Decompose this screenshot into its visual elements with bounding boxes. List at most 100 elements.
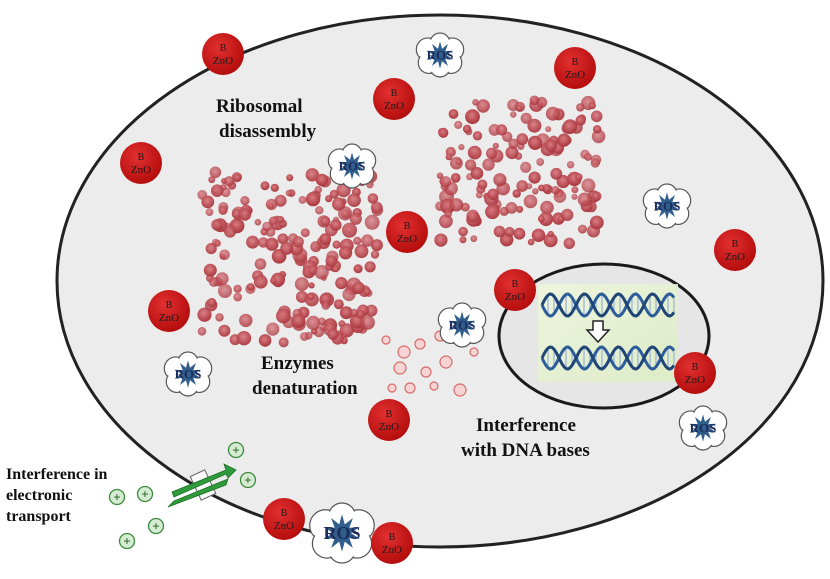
ribosome: [458, 144, 465, 151]
ribosome: [339, 306, 353, 320]
ribosome: [207, 297, 217, 308]
ribosome: [538, 184, 545, 192]
ribosome: [523, 194, 538, 209]
ribosome: [306, 315, 321, 330]
ribosome: [314, 265, 329, 280]
ribosome: [333, 299, 344, 310]
ribosome: [540, 200, 554, 215]
ribosome: [236, 331, 252, 346]
nanoparticle-oxide-label: ZnO: [505, 291, 525, 303]
ribosome: [531, 228, 546, 242]
nanoparticle-oxide-label: ZnO: [725, 251, 745, 263]
ribosome: [516, 133, 529, 146]
dna-strand: [540, 345, 676, 371]
ribosome: [265, 237, 279, 251]
ribosome: [438, 127, 449, 138]
ribosome: [224, 176, 235, 187]
ribosome: [516, 104, 523, 112]
ribosome: [486, 147, 498, 159]
enzyme-bubble: [453, 383, 467, 397]
ribosome: [571, 186, 579, 194]
ribosome: [508, 138, 519, 149]
ribosome: [364, 214, 380, 230]
nanoparticle-dopant-label: B: [572, 57, 579, 68]
dna-strand: [540, 292, 676, 318]
ribosome: [439, 214, 453, 229]
ribosome: [360, 315, 375, 330]
ribosome: [496, 124, 508, 136]
ribosome: [271, 223, 278, 230]
ribosomal-label: Ribosomal: [216, 96, 303, 117]
ribosome: [233, 292, 242, 302]
ribosome: [562, 119, 577, 135]
ros-label: ROS: [449, 318, 476, 333]
ribosome: [354, 265, 362, 273]
ribosome: [325, 195, 333, 203]
ribosome: [364, 261, 376, 273]
nanoparticle-dopant-label: B: [220, 43, 227, 54]
ros-star-icon: [175, 360, 201, 388]
ribosome: [465, 109, 480, 125]
ros-cloud: ROS: [642, 183, 692, 229]
ribosome: [512, 189, 521, 198]
ros-cloud: ROS: [163, 351, 213, 397]
ribosome: [589, 215, 604, 230]
ribosome: [285, 189, 293, 197]
ribosome: [294, 277, 309, 292]
enzyme-bubble: [387, 383, 397, 393]
ribosome: [298, 196, 307, 204]
ribosome: [278, 337, 289, 348]
dna-strand: [540, 292, 676, 318]
ros-label: ROS: [339, 159, 366, 174]
ribosome: [550, 167, 563, 180]
ribosome: [487, 188, 499, 200]
nanoparticle-dopant-label: B: [138, 152, 145, 163]
ribosome: [547, 230, 554, 238]
ribosome: [590, 158, 600, 168]
nanoparticle-dopant-label: B: [281, 508, 288, 519]
ribosome: [578, 224, 587, 234]
ribosome: [211, 219, 223, 231]
ribosome: [292, 236, 304, 248]
ion-symbol: +: [113, 490, 120, 505]
nanoparticle-oxide-label: ZnO: [274, 520, 294, 532]
ribosome: [543, 233, 558, 248]
ribosome: [258, 334, 272, 347]
ribosome: [347, 193, 361, 207]
ribosome: [532, 188, 539, 195]
ribosome: [276, 308, 291, 324]
ribosome: [365, 304, 378, 317]
ribosome: [310, 241, 322, 253]
ribosome: [332, 240, 341, 249]
ion-symbol: +: [152, 519, 159, 534]
ribosome: [588, 102, 596, 110]
ribosome: [335, 277, 348, 290]
ros-cloud: ROS: [327, 143, 377, 189]
ribosome: [270, 277, 277, 284]
ribosome: [493, 173, 507, 187]
ribosome: [276, 216, 285, 224]
ribosome: [218, 284, 232, 298]
ribosome: [577, 192, 592, 207]
ribosome: [510, 111, 517, 118]
positive-ion: +: [227, 441, 245, 459]
nanoparticle-dopant-label: B: [391, 88, 398, 99]
ribosome: [280, 241, 294, 255]
ribosome: [349, 212, 362, 225]
ribosome: [561, 208, 574, 221]
down-arrow-icon: [585, 320, 611, 344]
ribosome: [566, 161, 575, 169]
ribosome: [434, 233, 448, 247]
ribosome: [266, 322, 280, 336]
ribosome: [197, 327, 207, 336]
ribosome: [591, 191, 602, 202]
ribosome: [274, 194, 287, 207]
ribosome: [218, 205, 228, 215]
ribosome: [260, 181, 270, 191]
ribosome: [477, 179, 488, 190]
nanoparticle-oxide-label: ZnO: [382, 544, 402, 556]
